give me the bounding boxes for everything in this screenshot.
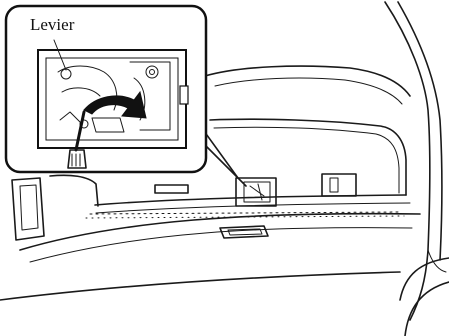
callout-label: Levier	[30, 16, 74, 33]
